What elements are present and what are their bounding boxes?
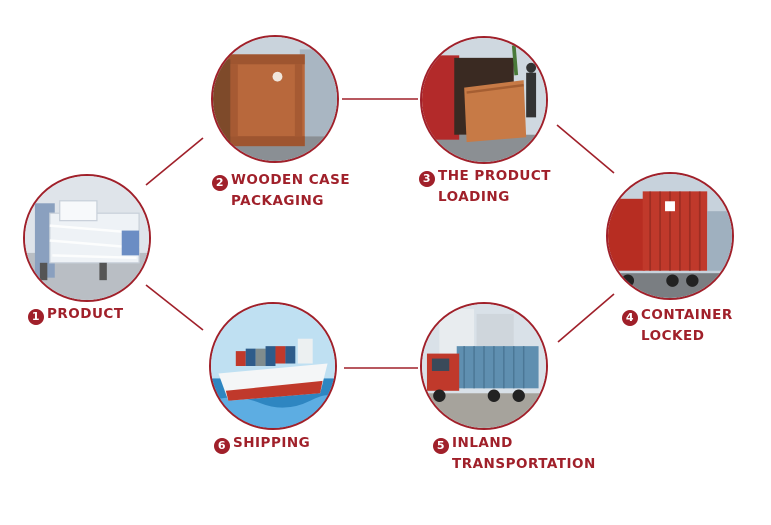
step-2-text-line-1: WOODEN CASE (231, 172, 351, 188)
step-2-number: 2 (212, 175, 228, 191)
connector-3-4 (556, 124, 615, 174)
step-5-text-line-2: TRANSPORTATION (452, 456, 596, 472)
step-3-text-line-2: LOADING (438, 189, 510, 205)
step-4-container-image (606, 172, 734, 300)
cargo-ship-photo-icon (211, 304, 335, 428)
loading-container-photo-icon (422, 38, 546, 162)
step-4-text-line-2: LOCKED (641, 328, 705, 344)
step-3-loading-image (420, 36, 548, 164)
step-3-number: 3 (419, 171, 435, 187)
step-5-text-line-1: INLAND (452, 435, 513, 451)
step-5-number: 5 (433, 438, 449, 454)
step-1-product-image (23, 174, 151, 302)
wooden-crate-photo-icon (213, 37, 337, 161)
connector-1-2 (145, 137, 204, 186)
wrapped-machine-photo-icon (25, 176, 149, 300)
step-2-text-line-2: PACKAGING (231, 193, 324, 209)
step-6-number: 6 (214, 438, 230, 454)
connector-4-5 (557, 293, 615, 343)
step-3-text-line-1: THE PRODUCT (438, 168, 551, 184)
container-truck-photo-icon (608, 174, 732, 298)
step-6-shipping-image (209, 302, 337, 430)
connector-6-1 (145, 284, 204, 331)
step-4-number: 4 (622, 310, 638, 326)
truck-transport-photo-icon (422, 304, 546, 428)
step-4-text-line-1: CONTAINER (641, 307, 733, 323)
step-1-number: 1 (28, 309, 44, 325)
step-2-wooden-case-image (211, 35, 339, 163)
step-6-text-line-1: SHIPPING (233, 435, 311, 451)
step-1-text-line-1: PRODUCT (47, 306, 124, 322)
step-5-inland-transport-image (420, 302, 548, 430)
